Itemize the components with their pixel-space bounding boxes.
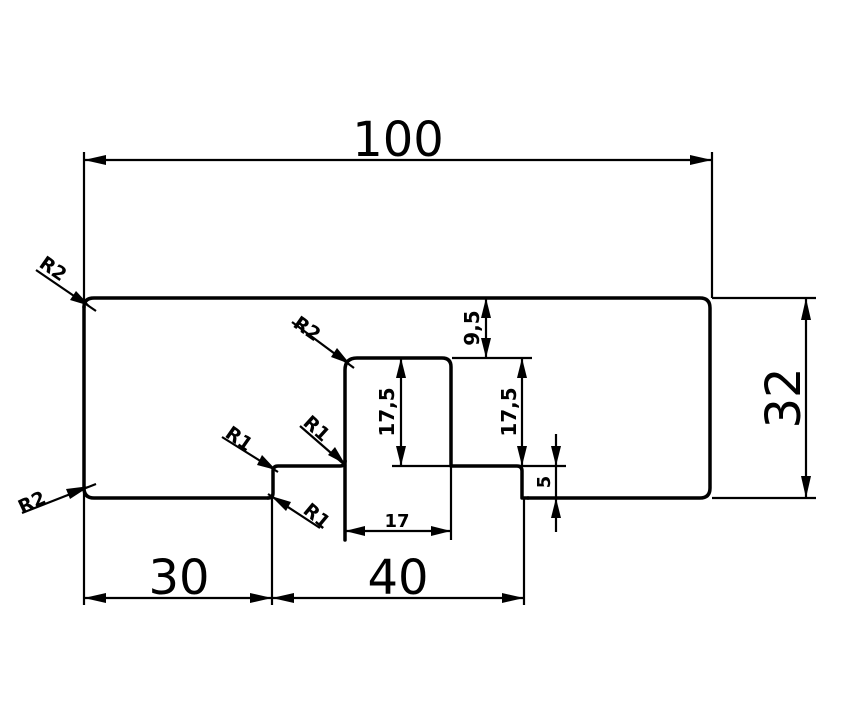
arrow-100-left — [84, 155, 106, 165]
step-left — [266, 459, 347, 500]
arrow-5-bottom — [551, 498, 561, 518]
arrow-r1-step-lower — [271, 496, 291, 511]
arrow-17-right — [431, 526, 451, 536]
arrow-30-left — [84, 593, 106, 603]
arrow-r2-top-left — [70, 291, 90, 306]
radius-text-bottom-left: R2 — [15, 487, 50, 519]
dim-text-17: 17 — [384, 511, 409, 532]
body-top-edge — [82, 296, 712, 500]
arrow-100-right — [690, 155, 712, 165]
dim-text-30: 30 — [148, 550, 209, 606]
arrow-17-5-left-top — [396, 358, 406, 378]
dim-text-9-5: 9,5 — [460, 310, 484, 345]
radius-text-step-inner: R1 — [299, 411, 334, 446]
arrow-9-5-top — [481, 298, 491, 318]
dim-text-32: 32 — [756, 367, 812, 428]
arrow-17-5-right-bottom — [517, 446, 527, 466]
arrow-40-left — [272, 593, 294, 603]
arrow-17-left — [345, 526, 365, 536]
dim-text-5: 5 — [534, 476, 555, 489]
arrow-r2-bottom-left — [66, 486, 90, 499]
arrow-30-right — [250, 593, 272, 603]
arrow-17-5-left-bottom — [396, 446, 406, 466]
dimension-lines — [84, 155, 811, 603]
arrow-40-right — [502, 593, 524, 603]
radius-leaders — [21, 269, 355, 529]
slot-outer — [343, 356, 530, 500]
body-left-edge — [82, 305, 270, 500]
arrow-r1-step-upper — [257, 455, 276, 470]
radius-text-top-left: R2 — [35, 252, 70, 286]
dim-text-17-5-left: 17,5 — [375, 387, 399, 436]
dim-text-17-5-right: 17,5 — [497, 387, 521, 436]
dim-text-100: 100 — [352, 112, 444, 168]
arrow-32-top — [801, 298, 811, 320]
arrow-5-top — [551, 446, 561, 466]
radius-text-step-lower: R1 — [299, 499, 334, 534]
arrow-32-bottom — [801, 476, 811, 498]
dim-text-40: 40 — [367, 550, 428, 606]
arrow-r1-step-inner — [328, 447, 345, 464]
arrow-17-5-right-top — [517, 358, 527, 378]
extension-lines — [82, 152, 816, 605]
radius-texts: R2 R2 R2 R1 R1 R1 — [15, 252, 334, 534]
radius-text-step-upper: R1 — [221, 422, 256, 456]
arrow-9-5-bottom — [481, 338, 491, 358]
arrow-r2-slot — [331, 348, 350, 364]
dimension-texts: 100 32 30 40 17 17,5 17,5 9,5 5 — [148, 112, 812, 606]
